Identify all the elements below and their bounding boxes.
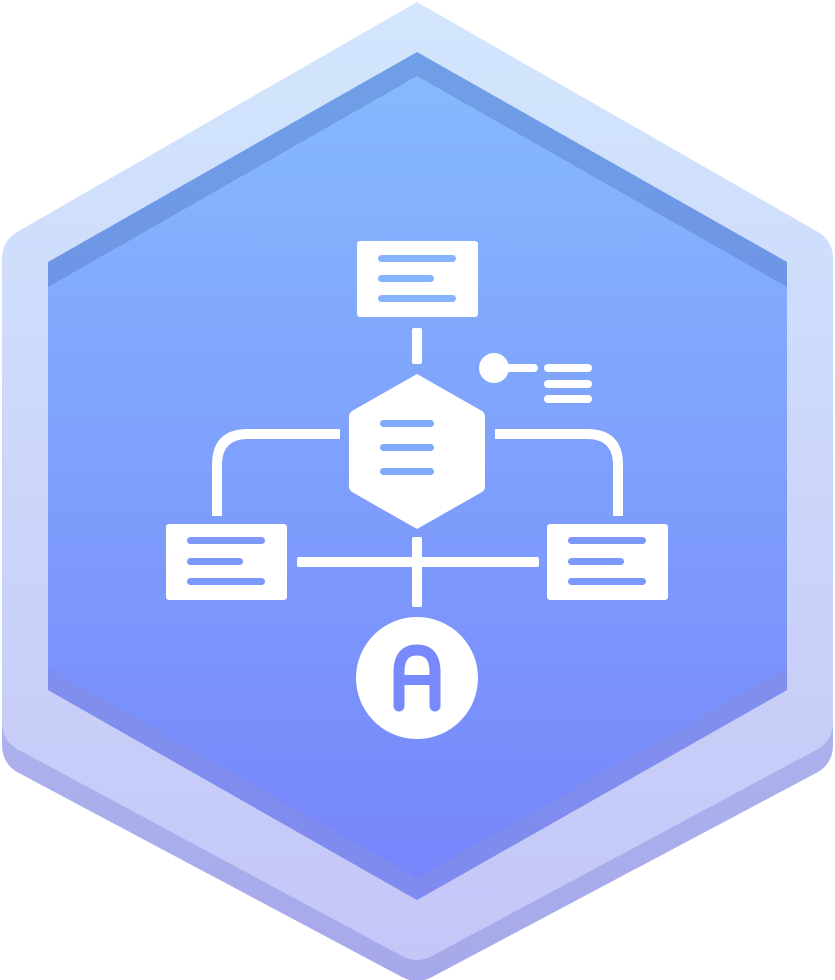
left-note-card-icon — [166, 524, 287, 600]
top-note-card-icon — [357, 241, 478, 317]
workflow-icon — [166, 241, 668, 739]
connector-right-elbow — [495, 429, 623, 516]
connector-vertical — [412, 537, 422, 607]
annotation-pin-icon — [479, 353, 592, 403]
central-hexagon-node-icon — [349, 374, 485, 529]
letter-a-badge-icon — [356, 617, 478, 739]
connector-left-elbow — [212, 429, 340, 516]
right-note-card-icon — [547, 524, 668, 600]
connector-top — [412, 328, 422, 364]
